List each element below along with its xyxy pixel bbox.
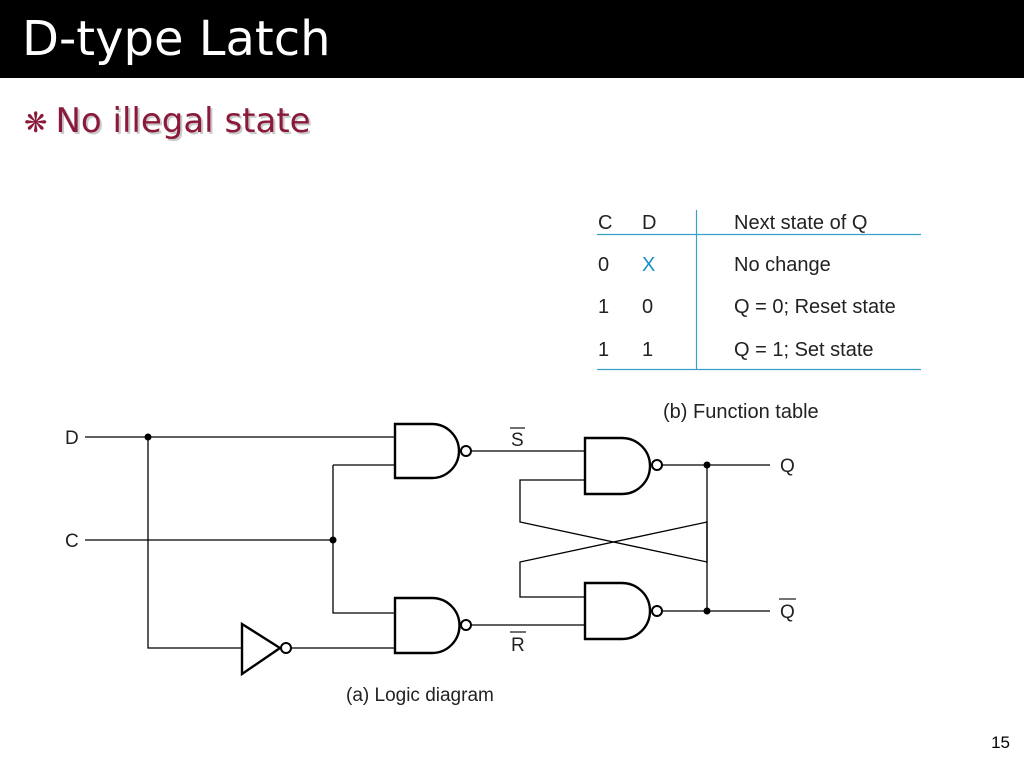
bullet-text: No illegal state (55, 101, 311, 141)
function-table-caption: (b) Function table (663, 401, 819, 423)
table-cell: 0 (642, 296, 653, 318)
table-cell: Q = 1; Set state (734, 339, 874, 361)
signal-label-r-bar: R (511, 635, 525, 656)
nand-gate-3-bubble (651, 459, 663, 471)
asterisk-icon: ❋ (24, 105, 48, 139)
table-cell: Q = 0; Reset state (734, 296, 896, 318)
input-label-d: D (65, 428, 79, 449)
nand-gate-3 (583, 436, 652, 496)
nand-gate-4 (583, 581, 652, 641)
table-header-c: C (598, 212, 612, 234)
logic-diagram (85, 422, 770, 677)
junction-dot (703, 607, 711, 615)
junction-dot (144, 433, 152, 441)
table-header-next-state: Next state of Q (734, 212, 867, 234)
wire-c-to-gates (332, 464, 395, 614)
nand-gate-2 (393, 596, 461, 655)
wire-junctions (144, 433, 711, 615)
table-header-d: D (642, 212, 656, 234)
slide-title: D-type Latch (22, 11, 331, 67)
table-cell: 1 (598, 339, 609, 361)
output-label-q-bar: Q (780, 602, 795, 623)
wire-d-to-inverter (147, 437, 242, 649)
title-bar: D-type Latch (0, 0, 1024, 78)
table-cell: X (642, 254, 655, 276)
diagram-labels: D C S R Q Q (a) Logic diagram (65, 427, 796, 706)
bullet-item: ❋ No illegal state (24, 98, 311, 144)
table-cell: 1 (598, 296, 609, 318)
nand-gate-1 (393, 422, 461, 480)
junction-dot (329, 536, 337, 544)
nand-gate-4-bubble (651, 605, 663, 617)
table-cell: No change (734, 254, 831, 276)
logic-diagram-caption: (a) Logic diagram (346, 685, 494, 706)
output-label-q: Q (780, 456, 795, 477)
inverter-gate (240, 621, 283, 677)
table-cell: 0 (598, 254, 609, 276)
junction-dot (703, 461, 711, 469)
nand-gate-1-bubble (460, 445, 472, 457)
feedback-q-bar-to-gate-3 (519, 521, 708, 611)
inverter-bubble (280, 642, 292, 654)
page-number: 15 (991, 733, 1010, 752)
table-cell: 1 (642, 339, 653, 361)
function-table: C D Next state of Q 0 X No change 1 0 Q … (597, 210, 921, 423)
input-label-c: C (65, 531, 79, 552)
feedback-q-to-gate-4 (519, 465, 708, 563)
signal-label-s-bar: S (511, 430, 524, 451)
nand-gate-2-bubble (460, 619, 472, 631)
